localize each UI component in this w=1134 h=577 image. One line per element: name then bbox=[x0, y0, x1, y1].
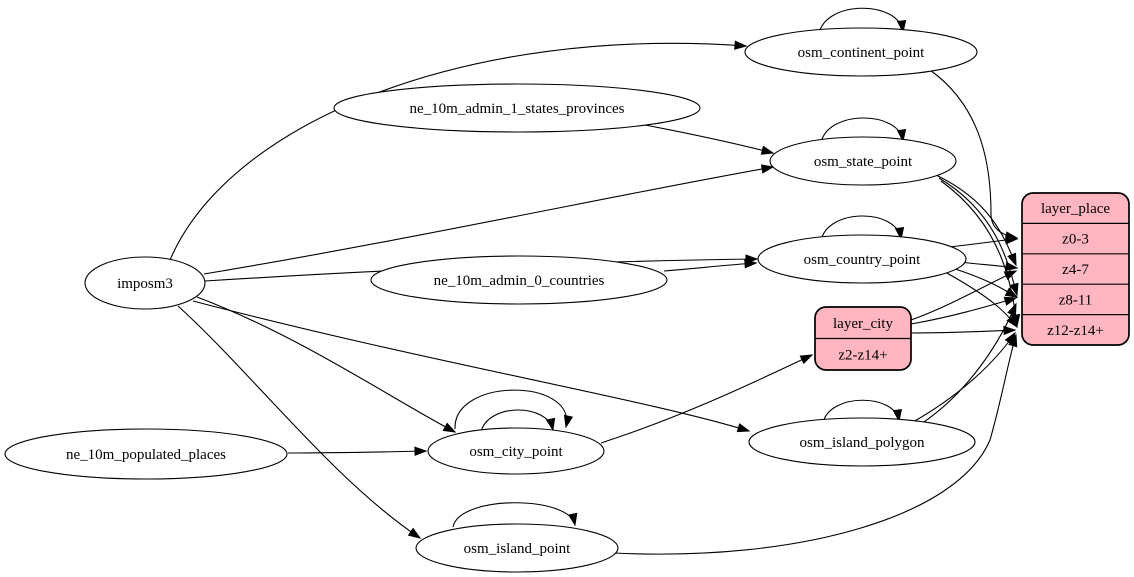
ne_10m_populated_places-label: ne_10m_populated_places bbox=[66, 447, 226, 463]
osm_island_polygon-label: osm_island_polygon bbox=[799, 435, 925, 451]
ne_10m_populated_places-ellipse bbox=[4, 428, 288, 480]
edge-layer_city-to-layer_place-z8-11 bbox=[910, 296, 1018, 325]
arrowhead bbox=[744, 259, 758, 269]
arrowhead bbox=[760, 164, 775, 174]
node-layer_city: layer_city z2-z14+ bbox=[814, 306, 912, 371]
arrowhead bbox=[442, 422, 457, 433]
arrowhead bbox=[1006, 314, 1018, 329]
osm_city_point-ellipse bbox=[427, 427, 605, 475]
layer_place-row-z12-z14+: z12-z14+ bbox=[1047, 323, 1104, 339]
node-ne_10m_admin_1_states_provinces: ne_10m_admin_1_states_provinces bbox=[333, 83, 701, 133]
edge-osm_island_point-to-osm_island_point-self-loop bbox=[452, 502, 578, 528]
arrowhead bbox=[407, 527, 422, 539]
arrowhead bbox=[1003, 325, 1017, 336]
osm_continent_point-label: osm_continent_point bbox=[798, 45, 925, 61]
arrowhead bbox=[734, 40, 748, 50]
edge-osm_country_point-to-osm_country_point-self-loop bbox=[820, 215, 905, 242]
edge-osm_city_point-to-osm_city_point-self-loop bbox=[454, 389, 574, 430]
osm_island_point-label: osm_island_point bbox=[464, 541, 572, 557]
edge-osm_country_point-to-layer_place-z4-7 bbox=[957, 261, 1019, 272]
edge-osm_island_point-to-layer_place-z12-z14+ bbox=[613, 333, 1018, 555]
node-ne_10m_admin_0_countries: ne_10m_admin_0_countries bbox=[370, 255, 668, 305]
osm_continent_point-ellipse bbox=[744, 27, 978, 77]
arrowhead bbox=[545, 417, 556, 432]
layer_place-record-box bbox=[1021, 192, 1130, 346]
arrowhead bbox=[1008, 333, 1018, 348]
osm_country_point-ellipse bbox=[757, 234, 967, 284]
edge-ne_10m_admin_1_states_provinces-to-osm_state_point bbox=[644, 124, 775, 155]
ne_10m_admin_1_states_provinces-ellipse bbox=[333, 83, 701, 133]
arrowhead bbox=[1004, 261, 1019, 272]
osm_city_point-label: osm_city_point bbox=[469, 444, 563, 460]
node-osm_state_point: osm_state_point bbox=[769, 136, 957, 186]
osm_island_point-ellipse bbox=[415, 523, 619, 573]
osm_state_point-ellipse bbox=[769, 136, 957, 186]
layer_place-row-z4-7: z4-7 bbox=[1062, 262, 1089, 278]
layer_place-row-z8-11: z8-11 bbox=[1059, 292, 1093, 308]
edge-ne_10m_admin_0_countries-to-osm_country_point bbox=[663, 259, 758, 272]
layer_city-row-z2-z14+: z2-z14+ bbox=[838, 347, 887, 363]
arrowhead bbox=[414, 446, 428, 456]
imposm3-ellipse bbox=[84, 256, 206, 310]
arrowhead bbox=[799, 354, 814, 365]
edge-imposm3-to-osm_island_polygon bbox=[192, 300, 751, 433]
arrowhead bbox=[1004, 287, 1019, 298]
edge-osm_country_point-to-layer_place-z12-z14+ bbox=[944, 271, 1018, 329]
node-imposm3: imposm3 bbox=[84, 256, 206, 310]
arrowhead bbox=[894, 226, 905, 241]
node-ne_10m_populated_places: ne_10m_populated_places bbox=[4, 428, 288, 480]
arrowhead bbox=[896, 128, 907, 143]
arrowhead bbox=[1007, 252, 1017, 267]
edge-osm_country_point-to-layer_place-z0-3 bbox=[948, 235, 1019, 248]
ne_10m_admin_0_countries-label: ne_10m_admin_0_countries bbox=[434, 273, 605, 289]
edge-osm_state_point-to-layer_place-z4-7 bbox=[935, 174, 1017, 267]
osm_state_point-label: osm_state_point bbox=[814, 154, 913, 170]
arrowhead bbox=[1009, 282, 1019, 297]
edge-osm_city_point-to-layer_city-z2-z14+ bbox=[600, 354, 814, 444]
edge-osm_state_point-to-osm_state_point-self-loop bbox=[820, 117, 907, 144]
node-osm_country_point: osm_country_point bbox=[757, 234, 967, 284]
edge-osm_island_polygon-to-layer_place-z8-11 bbox=[920, 302, 1017, 425]
edge-osm_country_point-to-layer_place-z8-11 bbox=[951, 267, 1019, 298]
node-osm_continent_point: osm_continent_point bbox=[744, 27, 978, 77]
arrowhead bbox=[736, 423, 751, 433]
arrowhead bbox=[1007, 302, 1017, 317]
layer_place-row-layer_place: layer_place bbox=[1041, 201, 1110, 217]
arrowhead bbox=[1003, 270, 1018, 281]
node-layer_place: layer_place z0-3 z4-7 z8-11 z12-z14+ bbox=[1021, 192, 1130, 346]
node-osm_city_point: osm_city_point bbox=[427, 427, 605, 475]
edge-osm_island_polygon-to-osm_island_polygon-self-loop bbox=[822, 399, 903, 424]
arrowhead bbox=[563, 414, 574, 429]
edge-layer_city-to-layer_place-z4-7 bbox=[910, 270, 1018, 321]
edge-osm_city_point-to-osm_city_point-self-loop bbox=[480, 409, 556, 433]
edge-osm_state_point-to-layer_place-z8-11 bbox=[938, 177, 1019, 297]
osm_country_point-label: osm_country_point bbox=[804, 252, 921, 268]
edge-osm_island_polygon-to-layer_place-z12-z14+ bbox=[912, 331, 1016, 423]
edge-imposm3-to-osm_city_point bbox=[196, 296, 457, 433]
arrowhead bbox=[760, 145, 775, 155]
arrowhead bbox=[892, 408, 903, 423]
osm_island_polygon-ellipse bbox=[748, 417, 976, 467]
arrowhead bbox=[568, 512, 578, 527]
layer_city-row-layer_city: layer_city bbox=[833, 316, 893, 332]
arrowhead bbox=[1005, 235, 1019, 245]
node-osm_island_polygon: osm_island_polygon bbox=[748, 417, 976, 467]
edge-layer_city-to-layer_place-z12-z14+ bbox=[910, 325, 1017, 336]
edge-imposm3-to-osm_island_point bbox=[177, 305, 422, 539]
layer_place-row-z0-3: z0-3 bbox=[1062, 232, 1089, 248]
edge-imposm3-to-osm_state_point bbox=[203, 164, 775, 275]
ne_10m_admin_0_countries-ellipse bbox=[370, 255, 668, 305]
node-osm_island_point: osm_island_point bbox=[415, 523, 619, 573]
edge-ne_10m_populated_places-to-osm_city_point bbox=[287, 446, 428, 456]
ne_10m_admin_1_states_provinces-label: ne_10m_admin_1_states_provinces bbox=[410, 101, 625, 117]
arrowhead bbox=[1003, 296, 1018, 306]
imposm3-label: imposm3 bbox=[117, 276, 173, 292]
